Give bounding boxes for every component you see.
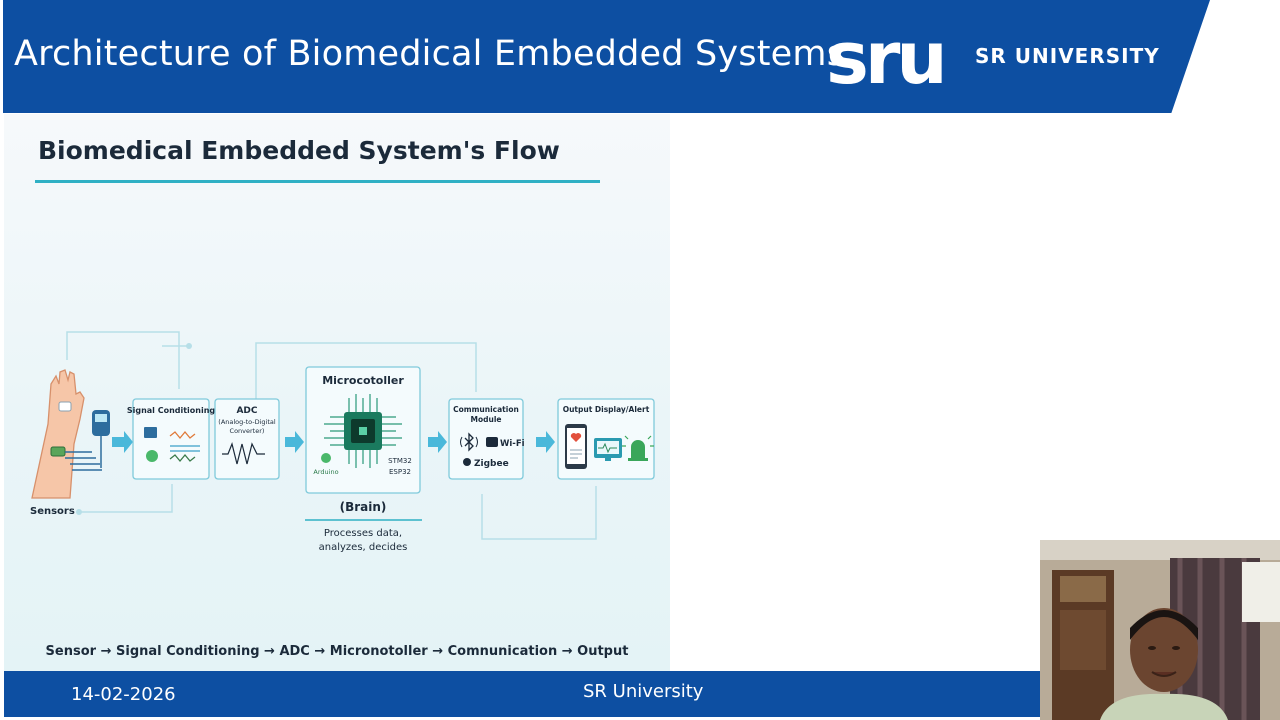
microcontroller-desc-2: analyzes, decides [319,542,408,553]
filter-wave-icon [144,427,200,463]
slide-deck-title: Architecture of Biomedical Embedded Syst… [14,34,846,74]
chip-icon [324,394,402,468]
microcontroller-label: Microcotoller [322,374,404,387]
wifi-icon [486,437,498,447]
adc-sub-line-2: Converter) [230,427,265,435]
bluetooth-icon [460,432,478,452]
flow-arrow-1 [112,431,133,453]
footer-university-name: SR University [583,681,704,702]
presenter-video-icon [1040,540,1280,720]
monitor-ecg-icon [594,438,622,461]
adc-label: ADC [236,406,257,416]
slide-content: Biomedical Embedded System's Flow Sensor… [4,114,670,671]
sru-logo-mark: sru [826,16,948,100]
title-underline [35,180,600,183]
slide-title: Biomedical Embedded System's Flow [38,136,560,165]
alarm-bell-icon [622,435,654,461]
zigbee-label: Zigbee [474,459,509,469]
footer-bar: 14-02-2026 SR University [4,671,1040,717]
footer-date: 14-02-2026 [71,684,176,705]
esp32-label: ESP32 [389,468,411,476]
flow-arrow-2 [285,431,304,453]
output-label: Output Display/Alert [563,405,650,414]
flow-arrow-4 [536,431,555,453]
zigbee-icon [463,458,471,466]
presenter-webcam [1040,540,1280,720]
waveform-icon [222,442,265,465]
adc-block [214,398,280,480]
microcontroller-desc-1: Processes data, [324,528,402,539]
header-band [3,0,1210,113]
flow-caption: Sensor → Signal Conditioning → ADC → Mic… [45,644,629,659]
flow-arrow-3 [428,431,447,453]
header-banner: Architecture of Biomedical Embedded Syst… [0,0,1280,113]
wifi-label: Wi-Fi [500,439,525,449]
adc-sub-line-1: (Analog-to-Digital [218,418,276,426]
communication-label-1: Communication [453,405,519,414]
communication-label-2: Module [471,415,502,424]
sensors-label: Sensors [30,506,75,517]
signal-conditioning-label: Signal Conditioning [127,406,216,415]
hand-sensor-icon [31,369,110,499]
phone-heart-icon [565,424,587,469]
sru-logo-text: SR UNIVERSITY [975,44,1160,68]
flow-diagram: Sensors Signal Conditioning ADC (Analog-… [30,331,655,553]
connector-lines [66,331,597,540]
arduino-icon [321,453,331,463]
arduino-label: Arduino [313,468,338,476]
brain-label: (Brain) [340,500,387,514]
stm32-label: STM32 [388,457,412,465]
